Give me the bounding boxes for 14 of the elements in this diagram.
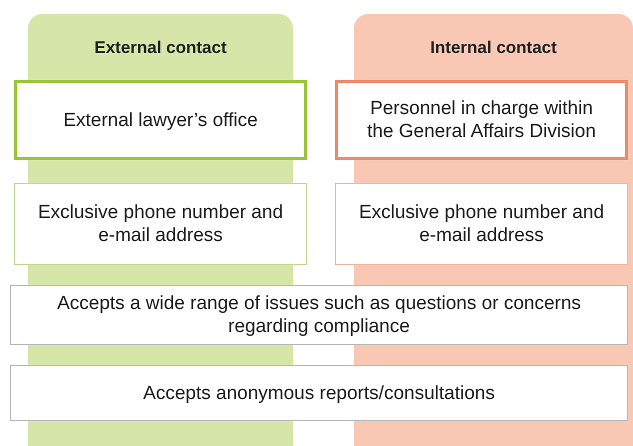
box-text: Exclusive phone number and e-mail address: [358, 201, 605, 247]
info-box: [14, 183, 307, 265]
info-box: [335, 183, 628, 265]
column-heading: Internal contact: [429, 38, 558, 58]
feature-box: [10, 285, 628, 345]
feature-box: [10, 365, 628, 421]
contact-box: [335, 80, 628, 160]
box-text: Exclusive phone number and e-mail address: [37, 201, 284, 247]
box-text: Accepts anonymous reports/consultations: [143, 382, 495, 404]
box-text: External lawyer’s office: [63, 108, 258, 132]
box-text: Personnel in charge within the General Affairs Division: [366, 97, 597, 143]
contact-box: [14, 80, 307, 160]
box-text: Accepts a wide range of issues such as questions or concerns regarding compliance: [56, 292, 582, 338]
column-heading: External contact: [93, 38, 228, 58]
